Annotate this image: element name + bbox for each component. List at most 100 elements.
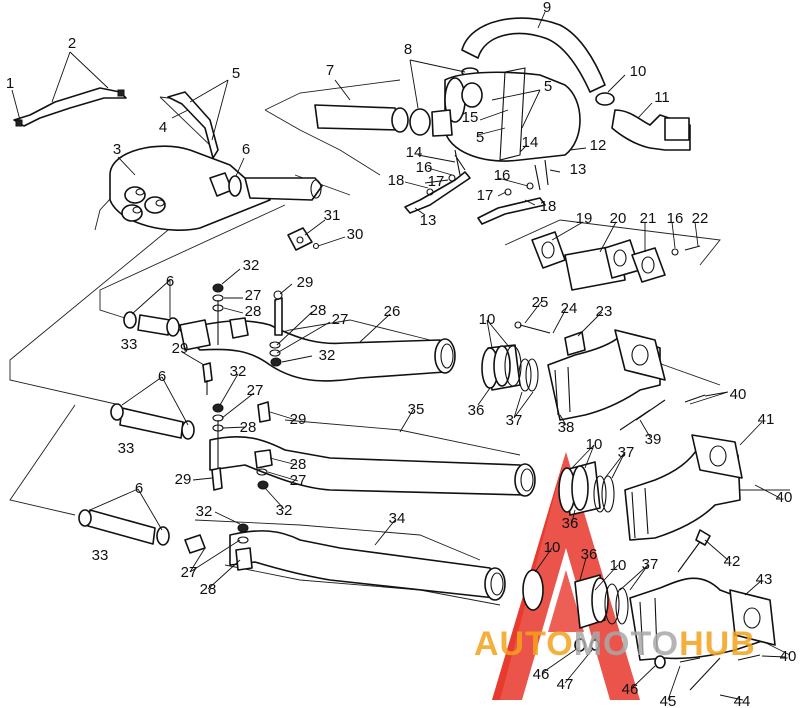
callout-6: 6 <box>135 480 143 497</box>
callout-33: 33 <box>118 440 135 457</box>
callout-27: 27 <box>181 564 198 581</box>
callout-32: 32 <box>243 257 260 274</box>
mount-bracket-part-4 <box>167 91 219 159</box>
callout-14: 14 <box>406 144 423 161</box>
callout-26: 26 <box>384 303 401 320</box>
callout-33: 33 <box>92 547 109 564</box>
resonator-strap <box>499 67 526 161</box>
callout-25: 25 <box>532 294 549 311</box>
callout-10: 10 <box>586 436 603 453</box>
bracket-part-31 <box>287 227 320 251</box>
callout-5: 5 <box>544 78 552 95</box>
svg-text:AUTOMOTOHUB: AUTOMOTOHUB <box>474 625 756 663</box>
callout-21: 21 <box>640 210 657 227</box>
callout-10: 10 <box>630 63 647 80</box>
callout-45: 45 <box>660 693 677 708</box>
callout-13: 13 <box>420 212 437 229</box>
callout-28: 28 <box>200 581 217 598</box>
callout-7: 7 <box>326 62 334 79</box>
callout-27: 27 <box>245 287 262 304</box>
callout-37: 37 <box>642 556 659 573</box>
callout-1: 1 <box>6 75 14 92</box>
callout-46: 46 <box>533 666 550 683</box>
resonator-part-12 <box>431 71 581 162</box>
callout-16: 16 <box>494 167 511 184</box>
callout-18: 18 <box>540 198 557 215</box>
callout-42: 42 <box>724 553 741 570</box>
callout-27: 27 <box>332 311 349 328</box>
callout-6: 6 <box>242 141 250 158</box>
callout-19: 19 <box>576 210 593 227</box>
exhaust-manifold-part-38 <box>547 329 666 421</box>
callout-32: 32 <box>319 347 336 364</box>
callout-28: 28 <box>240 419 257 436</box>
callout-36: 36 <box>468 402 485 419</box>
callout-27: 27 <box>290 472 307 489</box>
fastener-stack-middle <box>211 401 273 491</box>
callout-10: 10 <box>479 311 496 328</box>
callout-2: 2 <box>68 35 76 52</box>
watermark-logo-text: AUTOMOTOHUB <box>474 625 756 663</box>
callout-14: 14 <box>522 134 539 151</box>
callout-4: 4 <box>159 119 167 136</box>
callout-16: 16 <box>667 210 684 227</box>
callout-17: 17 <box>477 187 494 204</box>
callout-40: 40 <box>780 648 797 665</box>
callout-5: 5 <box>476 129 484 146</box>
fastener-stack-upper <box>202 283 283 395</box>
callout-32: 32 <box>230 363 247 380</box>
callout-41: 41 <box>758 411 775 428</box>
callout-30: 30 <box>347 226 364 243</box>
callout-3: 3 <box>113 141 121 158</box>
callout-6: 6 <box>166 273 174 290</box>
callout-37: 37 <box>618 444 635 461</box>
callout-22: 22 <box>692 210 709 227</box>
header-pipe-part-35 <box>209 436 536 497</box>
callout-32: 32 <box>276 502 293 519</box>
callout-24: 24 <box>561 300 578 317</box>
callout-17: 17 <box>428 173 445 190</box>
callout-35: 35 <box>408 401 425 418</box>
callout-31: 31 <box>324 207 341 224</box>
callout-8: 8 <box>404 41 412 58</box>
callout-29: 29 <box>297 274 314 291</box>
callout-47: 47 <box>557 676 574 693</box>
callout-44: 44 <box>734 693 751 708</box>
tailpipe-upper <box>209 172 323 201</box>
callout-37: 37 <box>506 412 523 429</box>
callout-32: 32 <box>196 503 213 520</box>
bracket-part-1 <box>13 87 127 127</box>
hanger-brackets-13-18 <box>404 149 549 225</box>
pipe-part-7 <box>314 104 409 133</box>
watermark-hub: HUB <box>679 625 756 663</box>
callout-38: 38 <box>558 419 575 436</box>
bracket-part-23 <box>514 321 586 356</box>
coupler-set-middle <box>558 461 615 516</box>
tailpipe-part-33-b <box>110 403 195 440</box>
callout-16: 16 <box>416 159 433 176</box>
coupler-set-upper <box>481 344 539 392</box>
fastener-stack-lower <box>184 523 253 571</box>
callout-5: 5 <box>232 65 240 82</box>
bolts-39-40 <box>619 394 706 431</box>
callout-36: 36 <box>562 515 579 532</box>
watermark-moto: MOTO <box>574 625 679 663</box>
callout-15: 15 <box>462 109 479 126</box>
silencer-part-3 <box>109 145 271 231</box>
callout-46: 46 <box>622 681 639 698</box>
callout-12: 12 <box>590 137 607 154</box>
elbow-part-11 <box>595 92 691 151</box>
callout-9: 9 <box>543 0 551 16</box>
callout-34: 34 <box>389 510 406 527</box>
callout-27: 27 <box>247 382 264 399</box>
callout-10: 10 <box>544 539 561 556</box>
callout-36: 36 <box>581 546 598 563</box>
header-pipe-part-34 <box>229 530 506 601</box>
callout-labels: 1 2 3 4 5 6 7 8 9 10 11 5 15 5 14 12 14 … <box>6 0 797 708</box>
callout-29: 29 <box>290 411 307 428</box>
callout-18: 18 <box>388 172 405 189</box>
callout-10: 10 <box>610 557 627 574</box>
callout-40: 40 <box>776 489 793 506</box>
callout-6: 6 <box>158 368 166 385</box>
curved-pipe-part-9 <box>461 17 606 93</box>
